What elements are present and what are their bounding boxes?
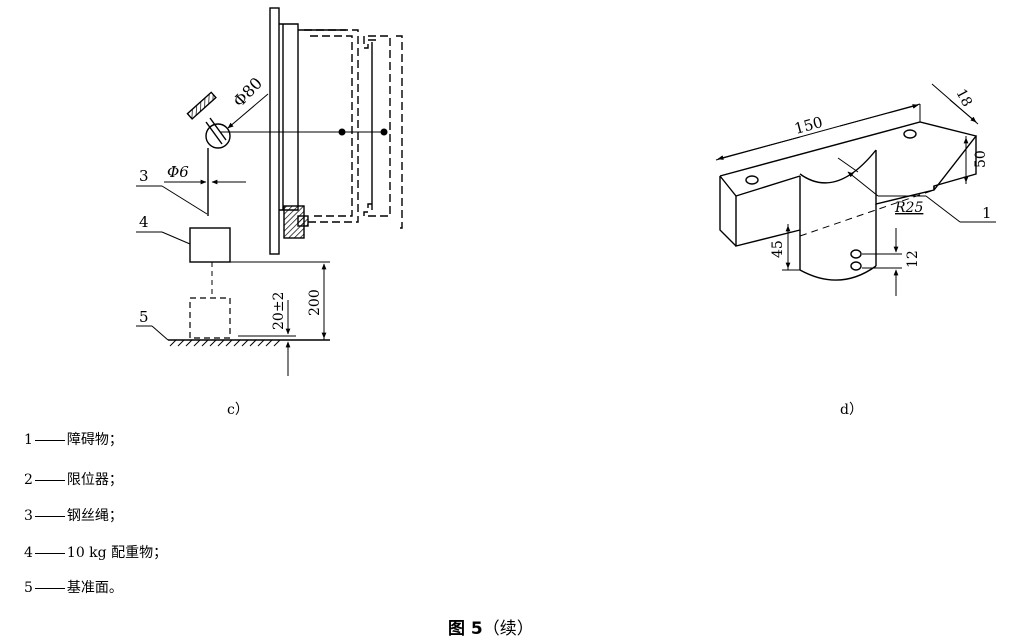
dim-150-label: 150 bbox=[792, 113, 824, 138]
dim-12 bbox=[862, 228, 902, 296]
figure-title-label: 图 5 bbox=[448, 619, 483, 639]
legend-text: 10 kg 配重物； bbox=[66, 545, 168, 561]
legend-number: 2 bbox=[24, 472, 33, 488]
reference-ground bbox=[136, 325, 330, 347]
dim-20-label: 20±2 bbox=[271, 292, 287, 330]
dim-50-label: 50 bbox=[973, 150, 989, 168]
legend-item: 5 基准面。 bbox=[24, 580, 123, 596]
legend-dash bbox=[34, 479, 65, 481]
dim-12-label: 12 bbox=[905, 250, 921, 268]
legend-item: 1 障碍物； bbox=[24, 432, 123, 448]
r25-label: R25 bbox=[894, 200, 923, 216]
counterweight-lowered bbox=[189, 297, 231, 339]
counterweight bbox=[189, 227, 231, 263]
legend-dash bbox=[34, 552, 65, 554]
legend-text: 障碍物； bbox=[66, 432, 123, 448]
callout-3: 3 bbox=[139, 167, 149, 185]
dim-18-label: 18 bbox=[952, 86, 974, 109]
legend-text: 限位器； bbox=[66, 472, 123, 488]
legend-text: 基准面。 bbox=[66, 580, 123, 596]
legend-item: 4 10 kg 配重物； bbox=[24, 545, 167, 561]
phi6-label: Φ6 bbox=[167, 163, 189, 181]
dim-20 bbox=[238, 300, 296, 376]
door-frame bbox=[269, 7, 403, 255]
callout-5: 5 bbox=[139, 308, 149, 326]
dim-45 bbox=[782, 224, 800, 271]
legend-dash bbox=[34, 439, 65, 441]
legend-number: 4 bbox=[24, 545, 33, 561]
legend-text: 钢丝绳； bbox=[66, 508, 123, 524]
phi80-dimension bbox=[227, 93, 269, 129]
pulley bbox=[186, 91, 231, 216]
legend-item: 3 钢丝绳； bbox=[24, 508, 123, 524]
callout-4: 4 bbox=[139, 213, 149, 231]
center-mark bbox=[837, 157, 859, 173]
dim-150 bbox=[715, 103, 921, 161]
r25-dimension bbox=[847, 171, 926, 197]
dim-45-label: 45 bbox=[770, 240, 786, 258]
caption-c: c） bbox=[227, 402, 249, 418]
callout-1: 1 bbox=[982, 204, 992, 222]
figure-title: 图 5（续） bbox=[448, 614, 534, 639]
dim-200-label: 200 bbox=[307, 289, 323, 316]
pivot-dot-2 bbox=[380, 128, 388, 136]
legend-dash bbox=[34, 515, 65, 517]
legend-number: 3 bbox=[24, 508, 33, 524]
legend-item: 2 限位器； bbox=[24, 472, 123, 488]
dim-18 bbox=[931, 83, 979, 125]
legend-number: 1 bbox=[24, 432, 33, 448]
figure-title-suffix: （续） bbox=[482, 619, 534, 639]
caption-d: d） bbox=[840, 402, 863, 418]
obstacle-block bbox=[719, 121, 978, 281]
legend-number: 5 bbox=[24, 580, 33, 596]
legend-dash bbox=[34, 587, 65, 589]
pivot-dot-1 bbox=[338, 128, 346, 136]
